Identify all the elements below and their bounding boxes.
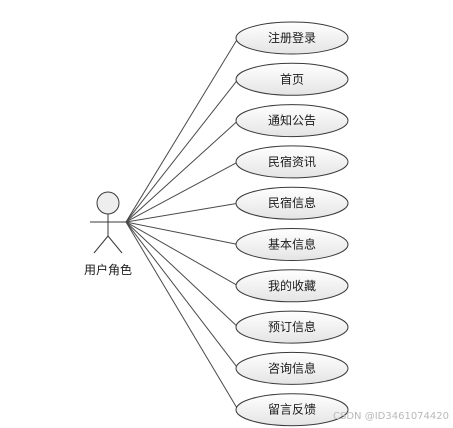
use-case-label: 我的收藏 [268, 278, 316, 293]
use-case-label: 首页 [280, 72, 304, 86]
association-line [125, 120, 239, 223]
use-case: 通知公告 [235, 104, 349, 138]
use-case: 基本信息 [235, 228, 349, 261]
use-case-ellipse [235, 104, 349, 138]
actor-head [96, 191, 120, 215]
use-case-label: 留言反馈 [268, 403, 316, 417]
association-line [125, 221, 239, 328]
use-case-ellipse [235, 62, 349, 96]
use-case-label: 注册登录 [268, 30, 316, 45]
actor-label: 用户角色 [84, 262, 132, 277]
use-case-label: 民宿信息 [268, 195, 316, 210]
association-line [125, 221, 239, 410]
use-case: 留言反馈 [235, 393, 349, 427]
use-case-label: 预订信息 [268, 319, 316, 334]
actor-left-leg [93, 235, 109, 254]
association-line [125, 221, 239, 245]
use-case: 民宿信息 [235, 186, 349, 220]
association-lines [125, 37, 239, 410]
use-case: 预订信息 [235, 310, 349, 344]
use-case-label: 基本信息 [268, 237, 316, 252]
use-case: 我的收藏 [235, 269, 349, 303]
use-case-label: 通知公告 [268, 114, 316, 128]
actor-right-leg [107, 235, 123, 254]
association-line [125, 202, 239, 223]
use-case-ellipse [235, 269, 349, 303]
use-case-ellipse [235, 21, 349, 55]
use-case: 咨询信息 [235, 351, 349, 385]
use-case-ellipse [235, 310, 349, 344]
association-line [125, 221, 239, 369]
use-case-ellipse [235, 228, 349, 261]
use-case-label: 民宿资讯 [268, 154, 316, 169]
use-case-ellipse [235, 145, 349, 179]
association-line [125, 221, 239, 287]
use-case: 民宿资讯 [235, 145, 349, 179]
use-case-ellipse [235, 393, 349, 427]
actor-figure: 用户角色 [84, 191, 132, 277]
association-line [125, 78, 239, 223]
association-line [125, 37, 239, 223]
use-case: 首页 [235, 62, 349, 96]
use-case-label: 咨询信息 [268, 360, 316, 375]
association-line [125, 161, 239, 223]
use-case-ellipse [235, 186, 349, 220]
use-case: 注册登录 [235, 21, 349, 55]
watermark-text: CSDN @ID3461074420 [333, 411, 449, 422]
use-case-ellipse [235, 351, 349, 385]
